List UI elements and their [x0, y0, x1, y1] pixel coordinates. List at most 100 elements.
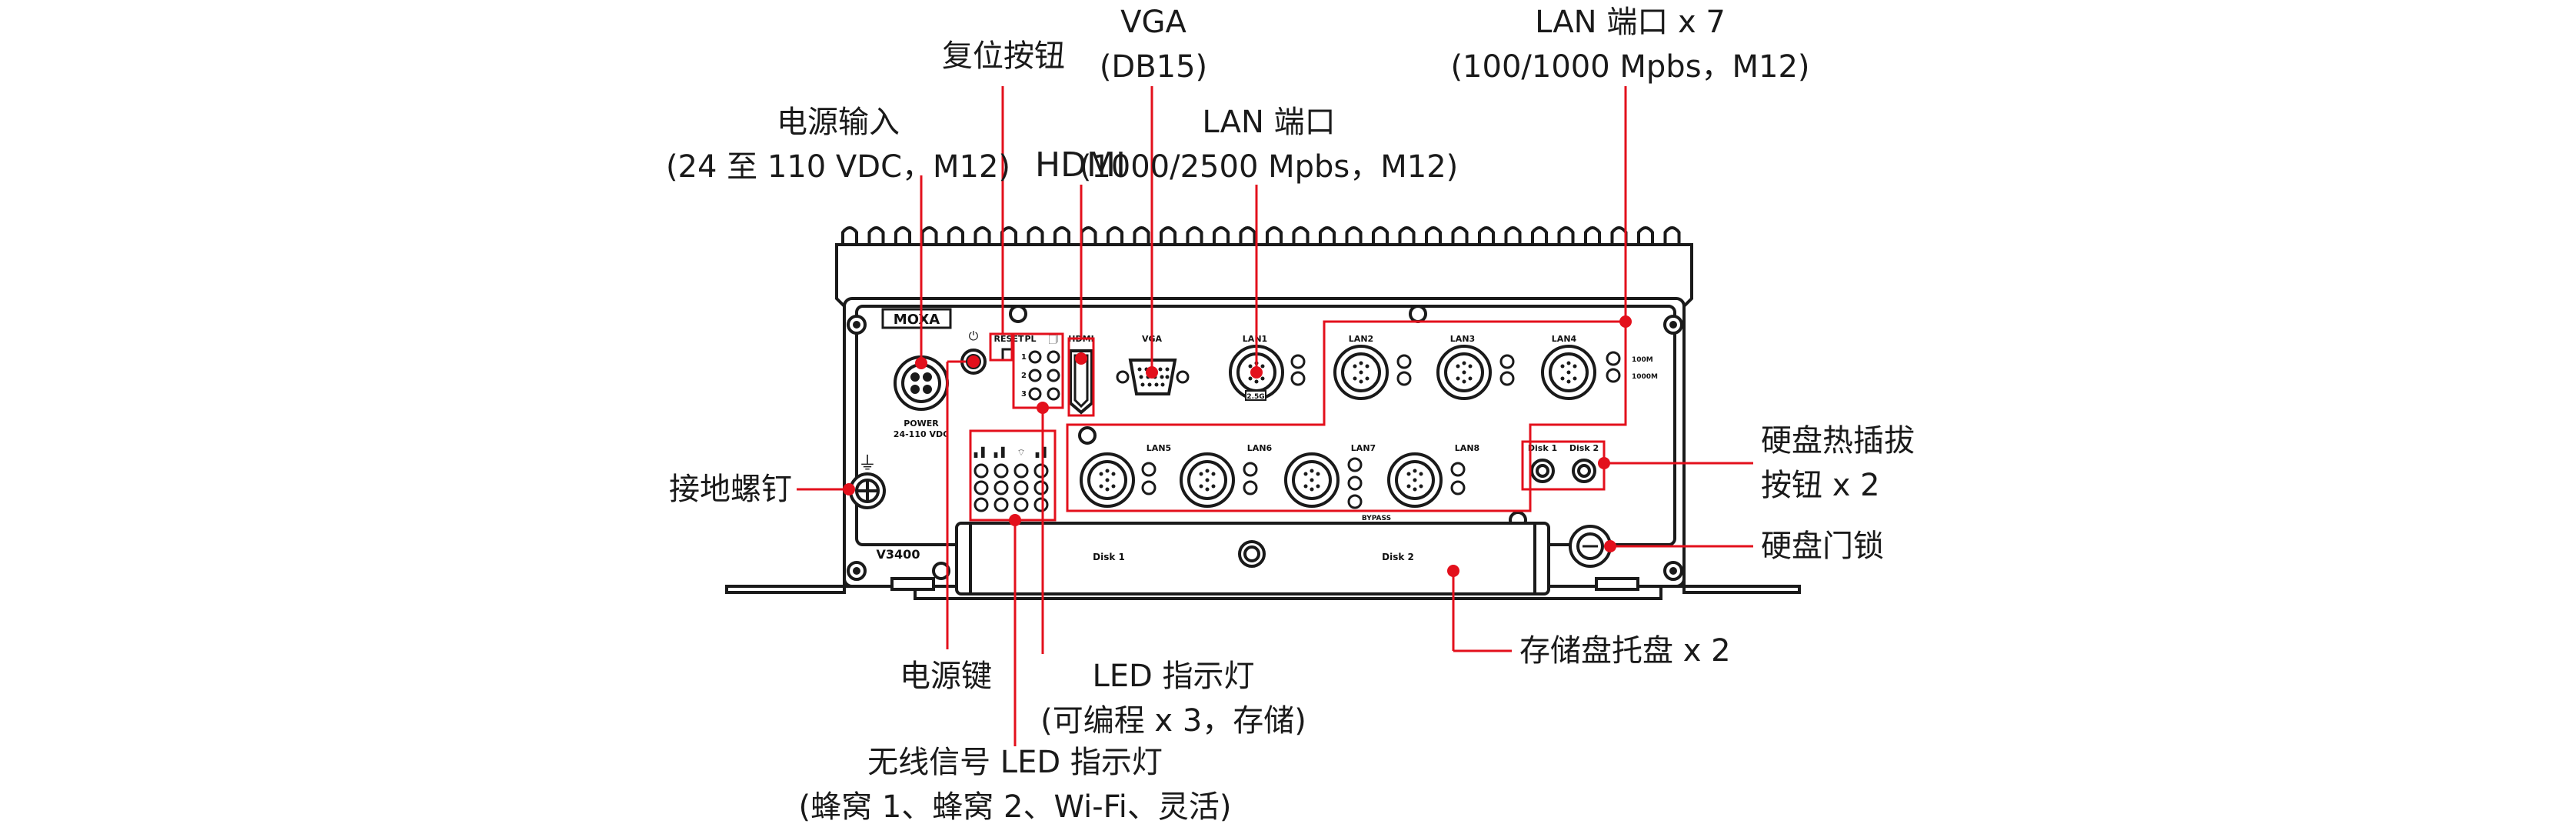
lan-led: [1606, 351, 1621, 366]
lan1-label: LAN1: [1243, 334, 1267, 344]
cooling-fin: [1080, 226, 1097, 245]
lan8-label: LAN8: [1455, 443, 1479, 453]
lan-pin: [1462, 370, 1466, 375]
lan-led: [1396, 354, 1412, 369]
cooling-fin: [1027, 226, 1044, 245]
wireless-led: [993, 480, 1009, 495]
lan-pin: [1419, 484, 1423, 489]
svg-text:▖▌: ▖▌: [993, 446, 1008, 458]
hotswap-text: 硬盘热插拔: [1761, 423, 1915, 459]
lan7-label: LAN7: [1351, 443, 1376, 453]
lan-pin: [1406, 484, 1411, 489]
hotswap-sub-text: 按钮 x 2: [1761, 468, 1880, 503]
lan-pin: [1566, 370, 1571, 375]
hdmi-text: HDMI: [1035, 145, 1126, 185]
lan-pin: [1413, 478, 1417, 482]
lan-led: [1450, 480, 1466, 495]
lan-led: [1290, 354, 1306, 369]
lan-led: [1347, 494, 1363, 509]
lan-pin: [1462, 361, 1466, 365]
lan-pin: [1310, 487, 1314, 492]
reset-label: RESET: [994, 334, 1024, 344]
wireless-led: [993, 497, 1009, 512]
wireless-led: [1013, 463, 1029, 479]
cooling-fin: [1372, 226, 1389, 245]
lan-pin: [1199, 472, 1203, 476]
lan-led: [1450, 462, 1466, 477]
lan-pin: [1359, 379, 1363, 384]
svg-text:⏻: ⏻: [969, 329, 979, 343]
lan-led: [1347, 475, 1363, 491]
led-pl-sub-text: (可编程 x 3，存储): [1040, 703, 1306, 739]
lan-pin: [1105, 487, 1110, 492]
lan5-label: LAN5: [1147, 443, 1171, 453]
wireless-led: [973, 463, 989, 479]
lan-pin: [1303, 472, 1308, 476]
wireless-led: [973, 497, 989, 512]
cooling-fin: [1213, 226, 1230, 245]
lan-leds: [1141, 351, 1621, 509]
svg-text:🗍: 🗍: [1049, 332, 1059, 345]
power-key-text: 电源键: [900, 659, 992, 694]
lan-pin: [1310, 469, 1314, 473]
lan-pin: [1105, 478, 1110, 482]
lan-pin: [1456, 364, 1460, 369]
lan-pin: [1406, 472, 1411, 476]
lan-pin: [1413, 469, 1417, 473]
ground-text: 接地螺钉: [669, 472, 792, 507]
label-power-input: 电源输入 (24 至 110 VDC，M12): [654, 100, 1023, 189]
speed-25g-label: 2.5G: [1246, 393, 1264, 401]
pl-number-3: 3: [1021, 390, 1027, 399]
lan-led: [1243, 462, 1258, 477]
label-lan-x7: LAN 端口 x 7 (100/1000 Mpbs，M12): [1438, 0, 1822, 89]
disk1-button-label: Disk 1: [1528, 443, 1557, 453]
bypass-label: BYPASS: [1362, 515, 1391, 522]
lan6-label: LAN6: [1247, 443, 1273, 453]
cooling-fin: [973, 226, 991, 245]
cooling-fin: [1557, 226, 1575, 245]
disk-door-lock: [1569, 525, 1612, 568]
pl-number-2: 2: [1021, 372, 1027, 380]
lan-pin: [1211, 484, 1216, 489]
storage-tray: [955, 522, 1550, 595]
cooling-fin: [1292, 226, 1310, 245]
cooling-fin: [1107, 226, 1123, 245]
svg-text:▖▌: ▖▌: [973, 446, 988, 458]
cooling-fin: [1319, 226, 1336, 245]
svg-text:⌔: ⌔: [1017, 447, 1025, 458]
pl-label: PL: [1024, 334, 1036, 344]
power-label: POWER: [904, 419, 939, 429]
label-lan-25: LAN 端口 (1000/2500 Mpbs，M12): [1077, 100, 1461, 189]
svg-text:⏚: ⏚: [858, 452, 877, 474]
cooling-fin: [920, 226, 938, 245]
cooling-fin: [1186, 226, 1203, 245]
wireless-led: [973, 480, 989, 495]
lan7-text: LAN 端口 x 7: [1535, 5, 1726, 40]
wireless-leds: [973, 463, 1049, 512]
wireless-led-sub-text: (蜂窝 1、蜂窝 2、Wi-Fi、灵活): [798, 789, 1232, 825]
cooling-fin: [947, 226, 964, 245]
cooling-fin: [1266, 226, 1283, 245]
hdmi-port: HDMI: [1068, 334, 1094, 415]
lan-pin: [1254, 379, 1259, 384]
lan-pin: [1413, 487, 1417, 492]
lan-pin: [1111, 472, 1116, 476]
cooling-fin: [867, 226, 885, 245]
lan-led: [1290, 371, 1306, 386]
lan2-label: LAN2: [1349, 334, 1373, 344]
lan-pin: [1359, 361, 1363, 365]
label-vga: VGA (DB15): [1084, 0, 1223, 89]
power-connector: [894, 355, 949, 411]
wireless-led: [1033, 480, 1049, 495]
lan-pin: [1111, 484, 1116, 489]
lan-led: [1141, 480, 1157, 495]
lan-pin: [1468, 364, 1473, 369]
lan-pin: [1462, 379, 1466, 384]
label-storage-tray: 存储盘托盘 x 2: [1519, 629, 1766, 673]
lan-pin: [1456, 376, 1460, 381]
cooling-fin: [841, 226, 858, 245]
lan-pin: [1303, 484, 1308, 489]
lan-led: [1606, 368, 1621, 383]
